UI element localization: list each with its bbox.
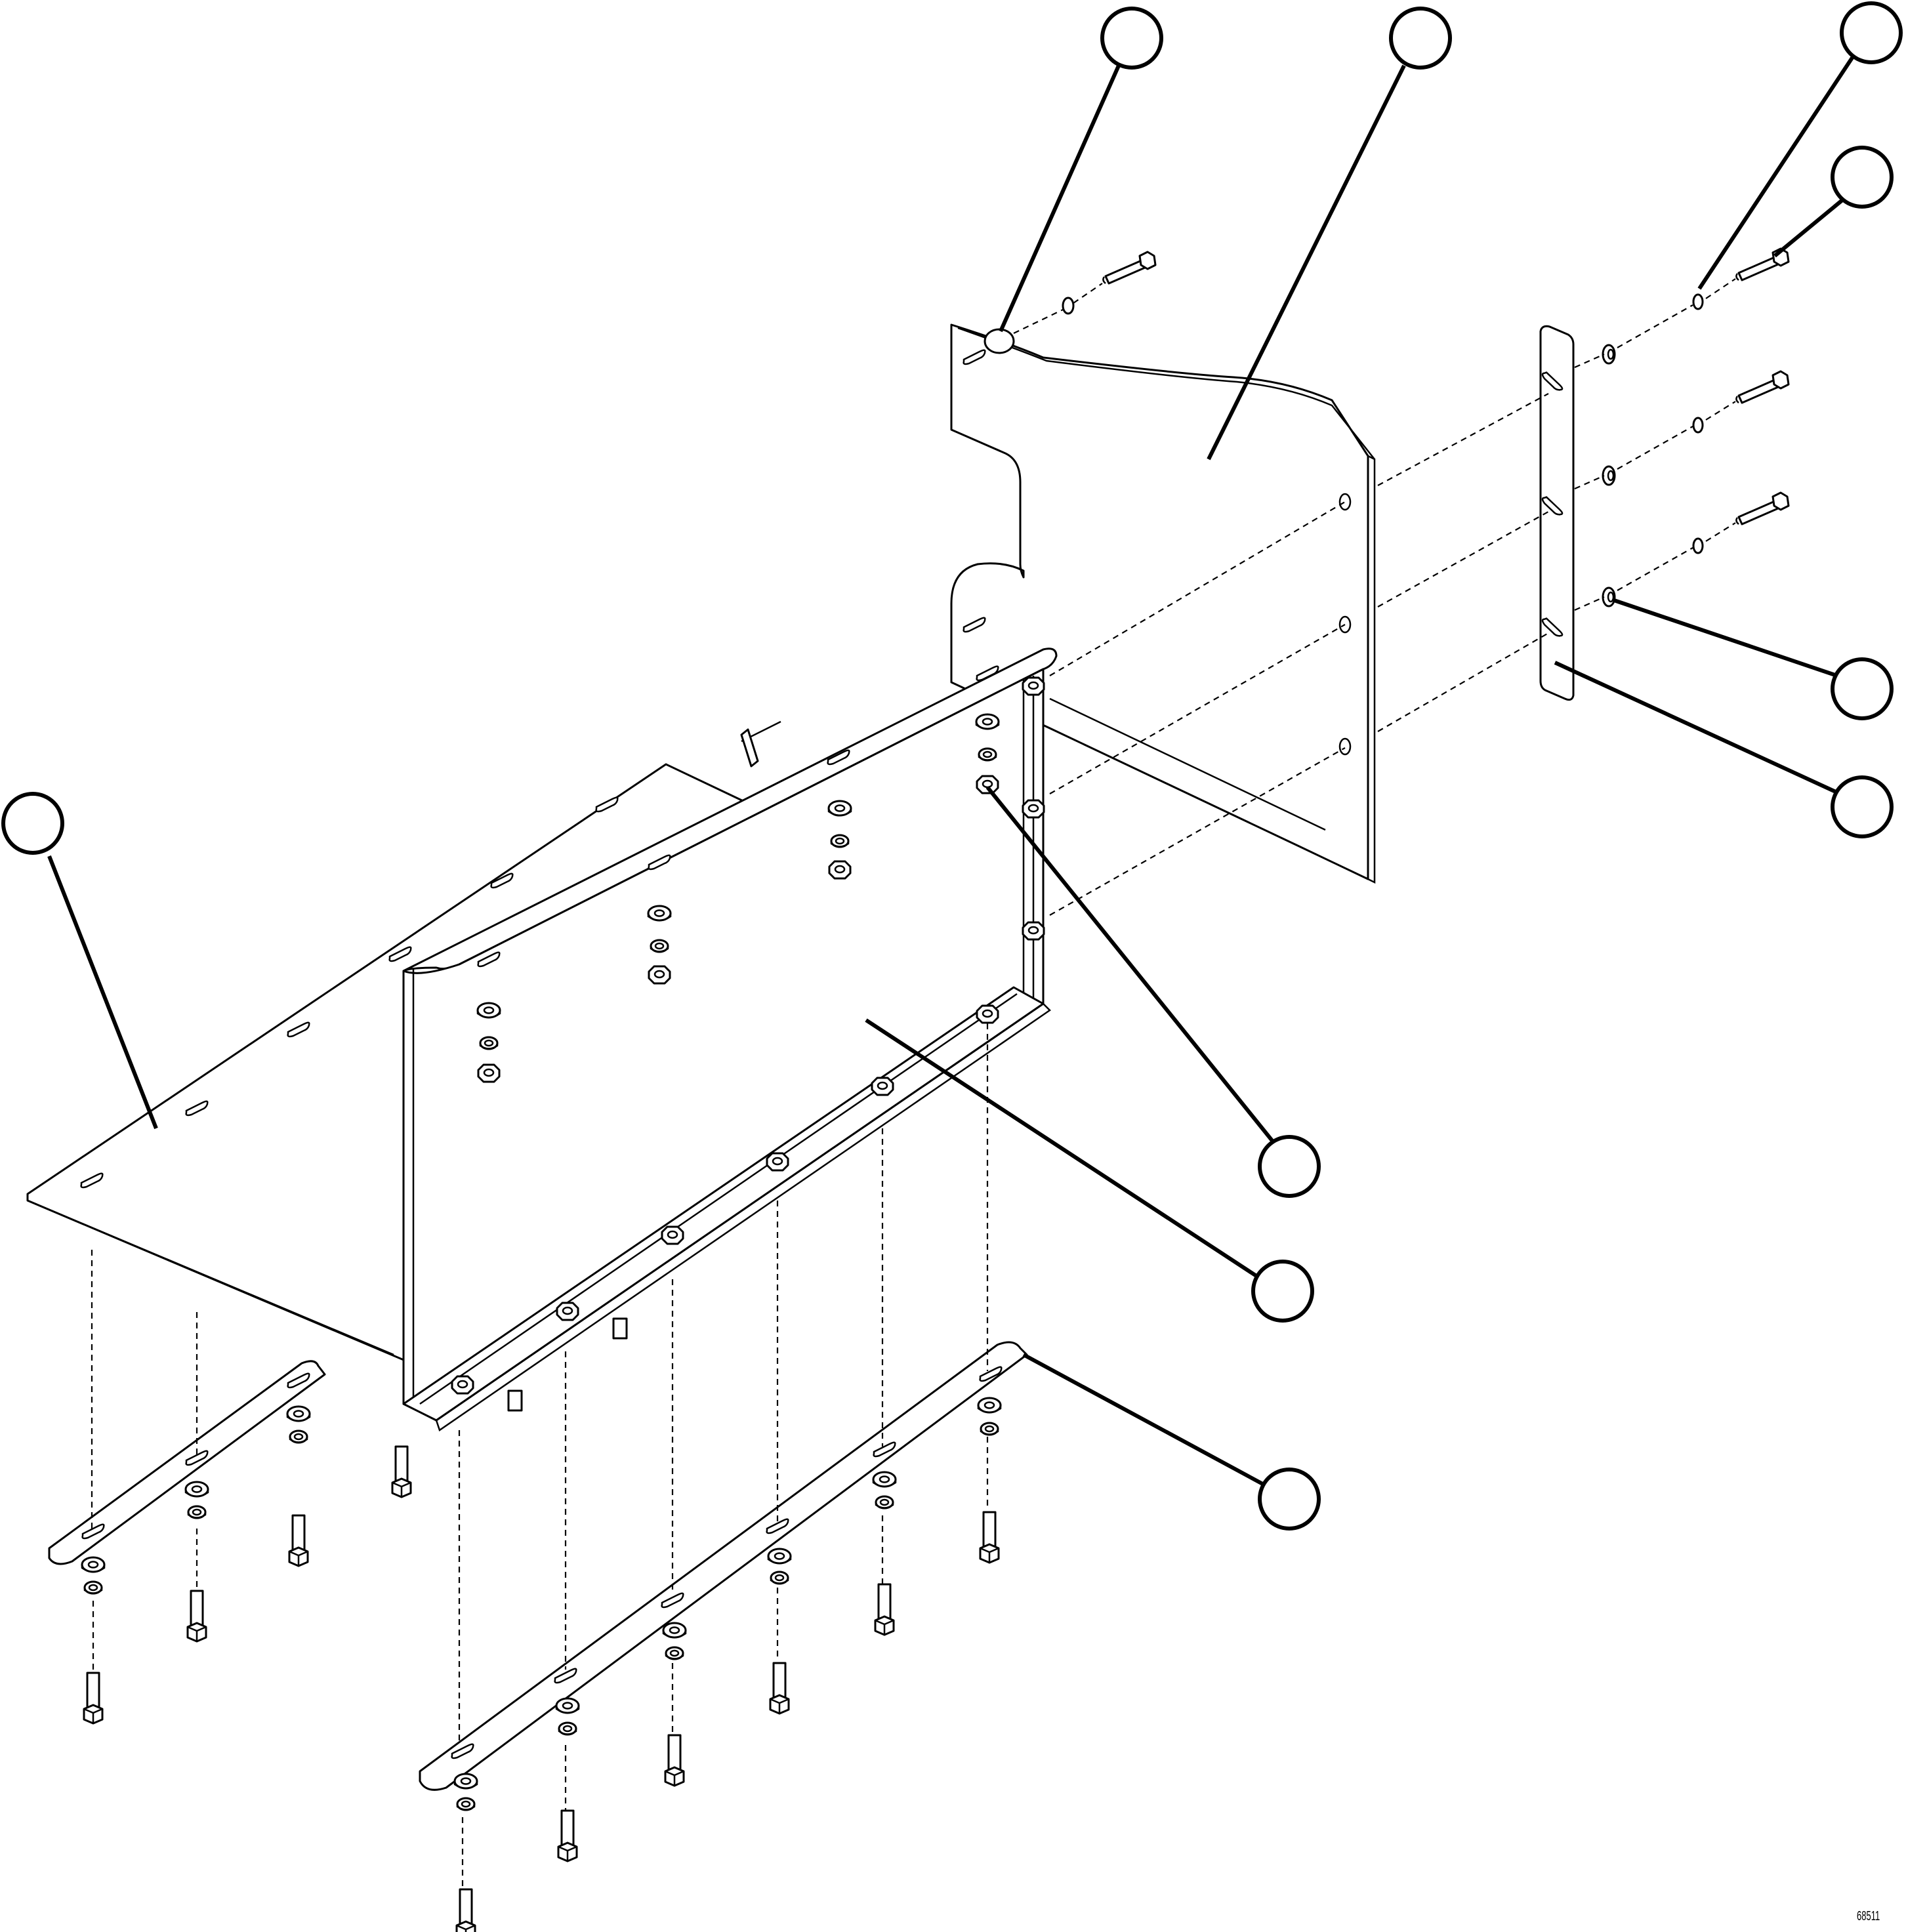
callout-balloon	[1389, 7, 1452, 70]
callout-balloon	[1251, 1260, 1314, 1323]
callout-balloon	[1258, 1468, 1321, 1531]
callout-balloon	[1831, 775, 1894, 838]
channel-bracket	[402, 647, 1058, 1431]
right-hardware	[1574, 247, 1790, 611]
upper-left-hardware	[984, 251, 1157, 354]
callout-balloon	[1831, 146, 1894, 209]
leader-lines	[47, 54, 1855, 1488]
figure-id-label: 68511	[1857, 1909, 1880, 1923]
callout-balloon	[1258, 1135, 1321, 1198]
callout-balloon	[1100, 7, 1163, 70]
callout-balloon	[1831, 657, 1894, 720]
callout-balloons	[1, 1, 1903, 1531]
alignment-lines-vertical	[91, 1023, 989, 1889]
bottom-strip-left	[48, 1360, 326, 1565]
callout-balloon	[1, 792, 64, 855]
vertical-strip-right	[1539, 325, 1575, 701]
callout-balloon	[1840, 1, 1903, 64]
offset-mounting-plate	[950, 323, 1376, 884]
